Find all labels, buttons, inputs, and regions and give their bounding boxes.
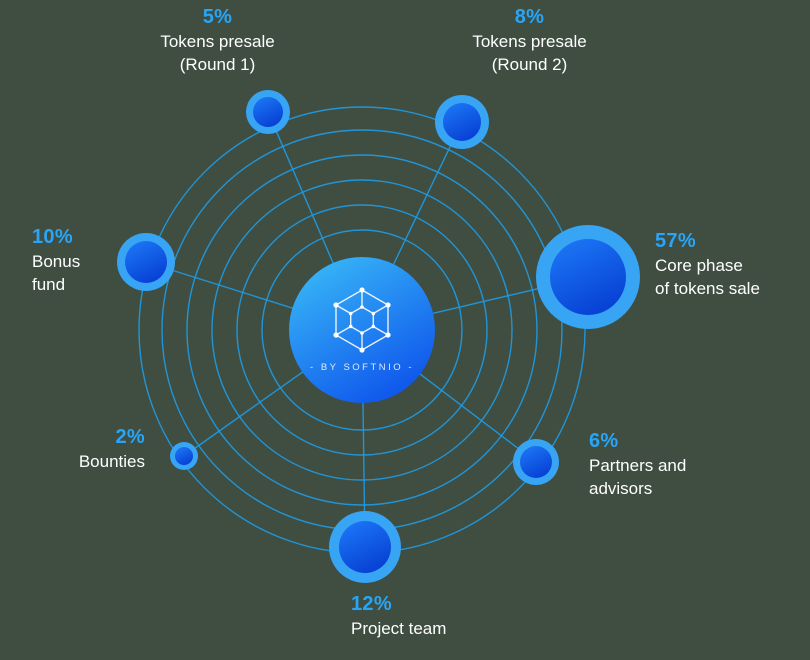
label-bounties: 2% Bounties bbox=[55, 424, 145, 473]
name-bonus-fund-line2: fund bbox=[32, 275, 66, 294]
node-bonus-fund bbox=[117, 233, 175, 291]
label-project-team: 12% Project team bbox=[351, 591, 511, 640]
pct-project-team: 12% bbox=[351, 593, 392, 615]
name-presale-round-1-line2: (Round 1) bbox=[179, 55, 256, 74]
label-bonus-fund: 10% Bonus fund bbox=[32, 224, 132, 296]
node-presale-round-2 bbox=[435, 95, 489, 149]
name-partners-advisors: Partners and bbox=[589, 456, 687, 475]
node-partners-advisors bbox=[513, 439, 559, 485]
pct-bounties: 2% bbox=[115, 426, 145, 448]
label-core-phase: 57% Core phase of tokens sale bbox=[655, 228, 810, 300]
hub-circle bbox=[289, 257, 435, 403]
orbit-ring bbox=[211, 179, 513, 481]
name-partners-advisors-line2: advisors bbox=[589, 479, 653, 498]
name-bounties: Bounties bbox=[78, 452, 145, 471]
name-bonus-fund: Bonus bbox=[32, 252, 81, 271]
name-core-phase: Core phase bbox=[655, 256, 743, 275]
label-presale-round-1: 5% Tokens presale (Round 1) bbox=[140, 4, 295, 76]
label-presale-round-2: 8% Tokens presale (Round 2) bbox=[452, 4, 607, 76]
node-core-phase bbox=[536, 225, 640, 329]
brand-text: - BY SOFTNIO - bbox=[310, 362, 414, 373]
node-presale-round-1 bbox=[246, 90, 290, 134]
name-presale-round-2: Tokens presale bbox=[472, 32, 587, 51]
pct-presale-round-1: 5% bbox=[202, 6, 233, 28]
name-presale-round-2-line2: (Round 2) bbox=[491, 55, 568, 74]
logo-vertex-dots bbox=[333, 287, 391, 353]
name-presale-round-1: Tokens presale bbox=[160, 32, 275, 51]
label-partners-advisors: 6% Partners and advisors bbox=[589, 428, 739, 500]
hub: - BY SOFTNIO - bbox=[289, 257, 435, 403]
name-project-team: Project team bbox=[351, 619, 447, 638]
softnio-logo-icon bbox=[333, 287, 391, 353]
pct-bonus-fund: 10% bbox=[32, 226, 73, 248]
node-project-team bbox=[329, 511, 401, 583]
orbit-ring bbox=[261, 229, 463, 431]
name-core-phase-line2: of tokens sale bbox=[655, 279, 760, 298]
pct-presale-round-2: 8% bbox=[514, 6, 545, 28]
pct-core-phase: 57% bbox=[655, 230, 696, 252]
orbit-ring bbox=[186, 154, 538, 506]
node-bounties bbox=[170, 442, 198, 470]
pct-partners-advisors: 6% bbox=[589, 430, 619, 452]
orbit-ring bbox=[236, 204, 488, 456]
